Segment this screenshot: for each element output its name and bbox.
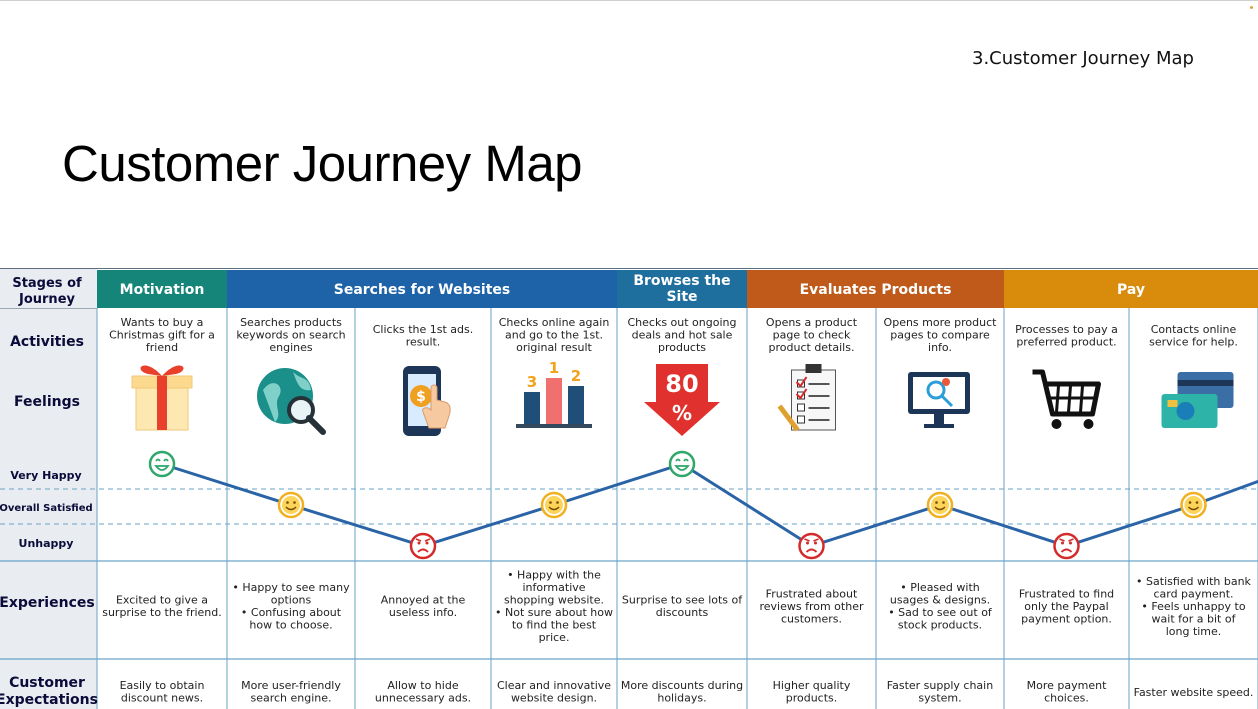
globe-search-icon xyxy=(257,368,326,435)
shopping-cart-icon xyxy=(1032,369,1101,429)
top-divider xyxy=(0,0,1258,1)
svg-text:80: 80 xyxy=(665,370,698,398)
very-happy-label: Very Happy xyxy=(10,469,81,482)
gift-icon xyxy=(131,365,193,431)
section-label: 3.Customer Journey Map xyxy=(972,48,1194,69)
stage-header xyxy=(747,270,1004,308)
discount-tag-icon: 80% xyxy=(644,364,720,436)
unhappy-label: Unhappy xyxy=(19,537,74,550)
satisfied-face-icon xyxy=(926,491,954,519)
unhappy-face-icon xyxy=(798,532,825,560)
activities-label: Activities xyxy=(10,334,84,350)
stage-header xyxy=(1004,270,1258,308)
stage-header-label: Pay xyxy=(1117,282,1145,298)
phone-click-icon: $ xyxy=(403,366,451,436)
stage-header-label: Motivation xyxy=(120,282,205,298)
unhappy-face-icon xyxy=(1053,532,1080,560)
svg-text:3: 3 xyxy=(527,373,537,391)
stage-header xyxy=(617,270,747,308)
svg-text:$: $ xyxy=(416,389,426,405)
satisfied-face-icon xyxy=(277,491,305,519)
svg-text:1: 1 xyxy=(549,359,559,377)
corner-marker xyxy=(1250,6,1253,9)
svg-text:%: % xyxy=(672,401,692,425)
satisfied-face-icon xyxy=(540,491,568,519)
journey-map-canvas: Motivation Searches for Websites Browses t… xyxy=(0,268,1258,709)
stage-header-label: Searches for Websites xyxy=(334,282,511,298)
svg-text:2: 2 xyxy=(571,367,581,385)
unhappy-face-icon xyxy=(409,532,437,560)
stage-header-label: Evaluates Products xyxy=(800,282,952,298)
overall-satisfied-label: Overall Satisfied xyxy=(0,503,93,514)
stage-header xyxy=(97,270,227,308)
journey-line xyxy=(161,462,1258,548)
very-happy-face-icon xyxy=(668,450,696,478)
page-title: Customer Journey Map xyxy=(62,135,583,192)
checklist-icon xyxy=(777,364,836,432)
satisfied-face-icon xyxy=(1180,491,1207,519)
monitor-search-icon xyxy=(908,372,970,428)
journey-map: Motivation Searches for Websites Browses t… xyxy=(0,268,1258,709)
experiences-label: Experiences xyxy=(0,595,95,611)
very-happy-face-icon xyxy=(148,450,176,478)
bank-cards-icon xyxy=(1161,372,1234,428)
stage-header xyxy=(227,270,617,308)
feelings-label: Feelings xyxy=(14,394,80,410)
expectation-text: Faster website speed. xyxy=(1134,686,1254,699)
activity-text: Clicks the 1st ads.result. xyxy=(373,323,473,349)
